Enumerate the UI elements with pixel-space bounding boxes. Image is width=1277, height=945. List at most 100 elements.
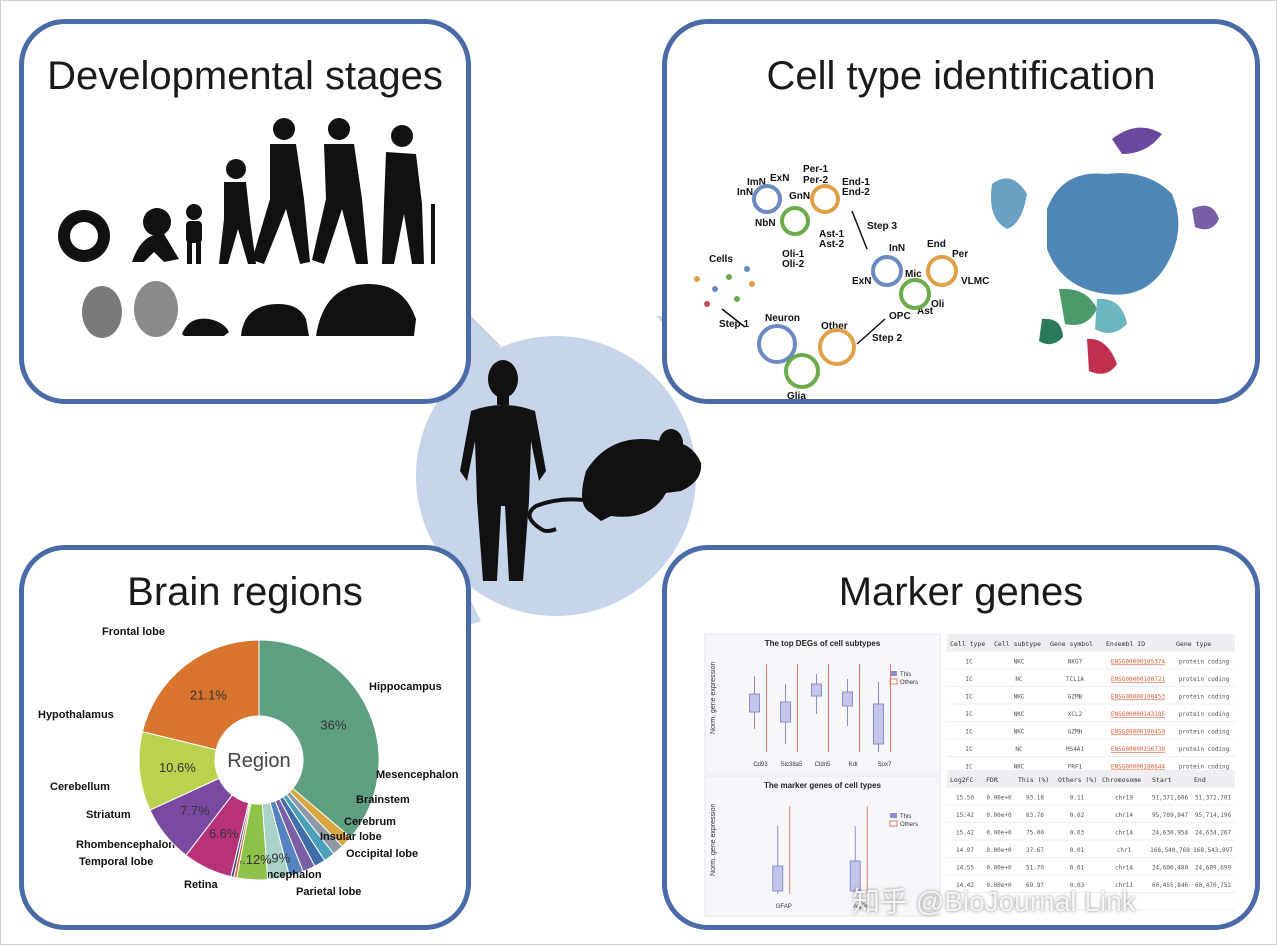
mouse-silhouette [527,429,702,533]
table-cell: 15.42 [956,812,974,819]
y-axis-label: Norm. gene expression [710,662,717,734]
table-cell: 0.00e+0 [986,847,1012,854]
table-header-cell: This (%) [1018,776,1049,784]
slice-value-label: 7.7% [180,803,210,818]
table-cell: NC [1015,746,1023,753]
label-ast: Ast [917,306,934,317]
developmental-stages-panel: Developmental stages [19,19,471,404]
label-oli: Oli [931,299,945,310]
table-cell: 0.01 [1070,865,1085,872]
adult-rat-icon [316,284,416,336]
table-cell: protein coding [1179,764,1230,771]
label-step3: Step 3 [867,221,897,232]
slice-value-label: 2.9% [261,851,291,866]
gene-label: Sox7 [878,762,892,768]
table-header-cell: Chromosome [1102,776,1141,784]
cell-clusters [694,184,958,389]
box-this [811,683,822,697]
table-cell: 14.55 [956,865,974,872]
box-this [842,691,853,707]
panel-title: Marker genes [838,570,1084,614]
adult-icon [312,118,368,264]
box-this [749,693,760,713]
table-header-cell: Ensembl ID [1106,640,1145,648]
label-oli-1: Oli-1 [782,249,805,260]
table-cell: 69.97 [1026,882,1044,889]
slice-name-label: Parietal lobe [296,886,361,898]
slice-name-label: Insular lobe [320,831,382,843]
toddler-icon [186,204,202,264]
table-cell: PRF1 [1068,764,1083,771]
table-cell: NKC [1014,694,1025,701]
table-cell: protein coding [1179,711,1230,718]
table-cell[interactable]: ENSG00000156738 [1111,746,1166,753]
label-step2: Step 2 [872,333,902,344]
table-cell: 51.70 [1026,865,1044,872]
elder-icon [382,125,435,264]
table-cell: chr19 [1115,795,1133,802]
legend-swatch [890,671,897,676]
baby-icon [132,208,179,262]
table-cell: protein coding [1179,729,1230,736]
label-ast-2: Ast-2 [819,239,844,250]
table-cell: 51,372,701 [1195,795,1232,802]
table-cell[interactable]: ENSG00000105374 [1111,659,1166,666]
slice-name-label: Hippocampus [369,681,442,693]
table-cell: NKG7 [1068,659,1083,666]
table-cell[interactable]: ENSG00000143185 [1111,711,1166,718]
table-cell: TCL1A [1066,676,1084,683]
table-cell: 0.00e+0 [986,882,1012,889]
table-header-cell: FDR [986,776,998,784]
table-cell[interactable]: ENSG00000100721 [1111,676,1166,683]
slice-name-label: Rhombencephalon [76,839,175,851]
table-cell[interactable]: ENSG00000100453 [1111,694,1166,701]
brain-region-pie-chart: 36%HippocampusMesencephalonBrainstemCere… [38,626,459,898]
table-header-cell: Log2FC [950,776,974,784]
table-cell: chr11 [1115,882,1133,889]
table-cell: 37.67 [1026,847,1044,854]
table-cell: IC [965,746,973,753]
label-opc: OPC [889,311,911,322]
table-cell: protein coding [1179,676,1230,683]
table-cell[interactable]: ENSG00000180644 [1111,764,1166,771]
development-silhouettes [58,118,435,338]
slice-name-label: Striatum [86,809,131,821]
table-cell: 0.03 [1070,882,1085,889]
table-cell: 95,714,196 [1195,812,1232,819]
legend-swatch [889,820,898,827]
table-header-cell: End [1194,776,1206,784]
label-inn-2: InN [737,187,753,198]
young-rat-icon [241,304,309,336]
table-cell: protein coding [1179,659,1230,666]
table-cell[interactable]: ENSG00000100450 [1111,729,1166,736]
table-cell: 14.97 [956,847,974,854]
box-this [873,703,884,745]
table-cell: 75.00 [1026,830,1044,837]
table-header-cell: Cell subtype [994,640,1041,648]
box-this [772,865,784,892]
table-cell: NC [1015,676,1023,683]
table-cell: 0.01 [1070,847,1085,854]
table-cell: IC [965,729,973,736]
marker-genes-panel: Marker genes The top DEGs of cell subtyp… [662,545,1260,930]
table-cell: IC [965,711,973,718]
teen-icon [252,118,310,264]
slice-name-label: Retina [184,879,219,891]
table-cell: MS4A1 [1066,746,1084,753]
table-cell: 0.00e+0 [986,830,1012,837]
panel-title: Cell type identification [766,54,1156,98]
cell-type-panel: Cell type identification Cells Step 1 Ne… [662,19,1260,404]
slice-name-label: Occipital lobe [346,848,418,860]
watermark: 知乎 @BioJournal Link [852,886,1136,917]
table-cell: 24,630,954 [1152,830,1189,837]
table-cell: 14.42 [956,882,974,889]
label-end-2: End-2 [842,187,870,198]
panel-title: Developmental stages [47,54,443,98]
pup-rat-icon [182,318,229,336]
embryo-photo-2 [134,281,178,337]
table-header-row [947,770,1235,788]
gene-label: GFAP [776,904,792,910]
table-cell: IC [965,659,973,666]
pie-center [216,717,302,803]
table-cell: 93.18 [1026,795,1044,802]
